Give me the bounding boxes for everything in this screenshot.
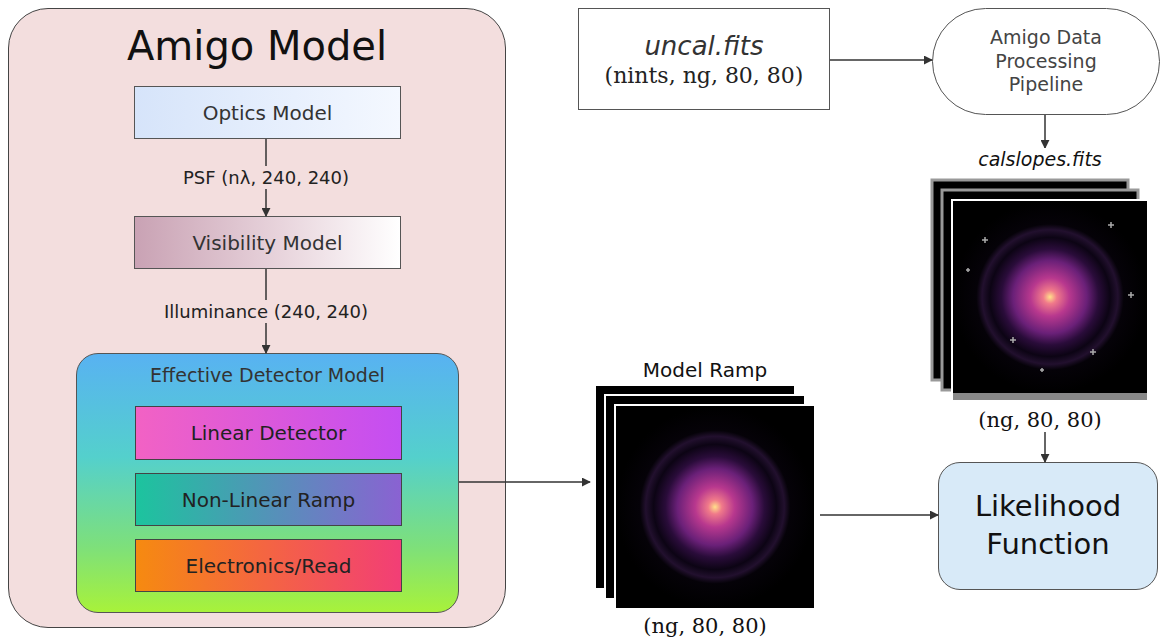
node-title: Linear Detector	[191, 421, 347, 445]
psf-image	[616, 406, 814, 608]
node-title: Amigo Data Processing Pipeline	[961, 26, 1131, 97]
node-title: Likelihood Function	[949, 488, 1147, 563]
data-frame	[952, 200, 1148, 400]
likelihood-box: Likelihood Function	[938, 462, 1158, 590]
connector-arrow	[830, 59, 932, 61]
psf-image	[953, 201, 1147, 393]
node-title: Optics Model	[203, 101, 333, 125]
detector-panel: Effective Detector ModelLinear DetectorN…	[76, 353, 459, 613]
edge-label: PSF (nλ, 240, 240)	[178, 166, 354, 189]
node-subtitle: (nints, ng, 80, 80)	[605, 63, 804, 88]
node-subtitle: (ng, 80, 80)	[639, 614, 771, 638]
node-title: calslopes.fits	[974, 148, 1105, 170]
connector-arrow	[459, 481, 590, 483]
node-subtitle: (ng, 80, 80)	[974, 408, 1106, 432]
connector-arrow	[820, 514, 938, 516]
process-box: Electronics/Read	[135, 539, 402, 592]
process-box: Non-Linear Ramp	[135, 473, 402, 526]
node-title: Amigo Model	[9, 9, 505, 69]
node-title: Electronics/Read	[186, 554, 352, 578]
node-title: Effective Detector Model	[77, 354, 458, 386]
file-box: uncal.fits(nints, ng, 80, 80)	[578, 8, 830, 110]
connector-arrow	[1044, 432, 1046, 462]
pipeline-terminal: Amigo Data Processing Pipeline	[932, 8, 1160, 115]
node-title: Model Ramp	[639, 358, 771, 382]
node-title: Visibility Model	[192, 231, 342, 255]
connector-arrow	[1044, 115, 1046, 148]
process-box: Linear Detector	[135, 406, 402, 460]
node-title: Non-Linear Ramp	[182, 488, 356, 512]
bad-pixel-row	[953, 393, 1147, 400]
node-title: uncal.fits	[644, 31, 763, 61]
edge-label: Illuminance (240, 240)	[159, 300, 373, 323]
ramp-frame	[615, 405, 815, 609]
process-box: Visibility Model	[134, 216, 401, 269]
bad-pixels	[966, 222, 1134, 372]
process-box: Optics Model	[134, 86, 401, 139]
